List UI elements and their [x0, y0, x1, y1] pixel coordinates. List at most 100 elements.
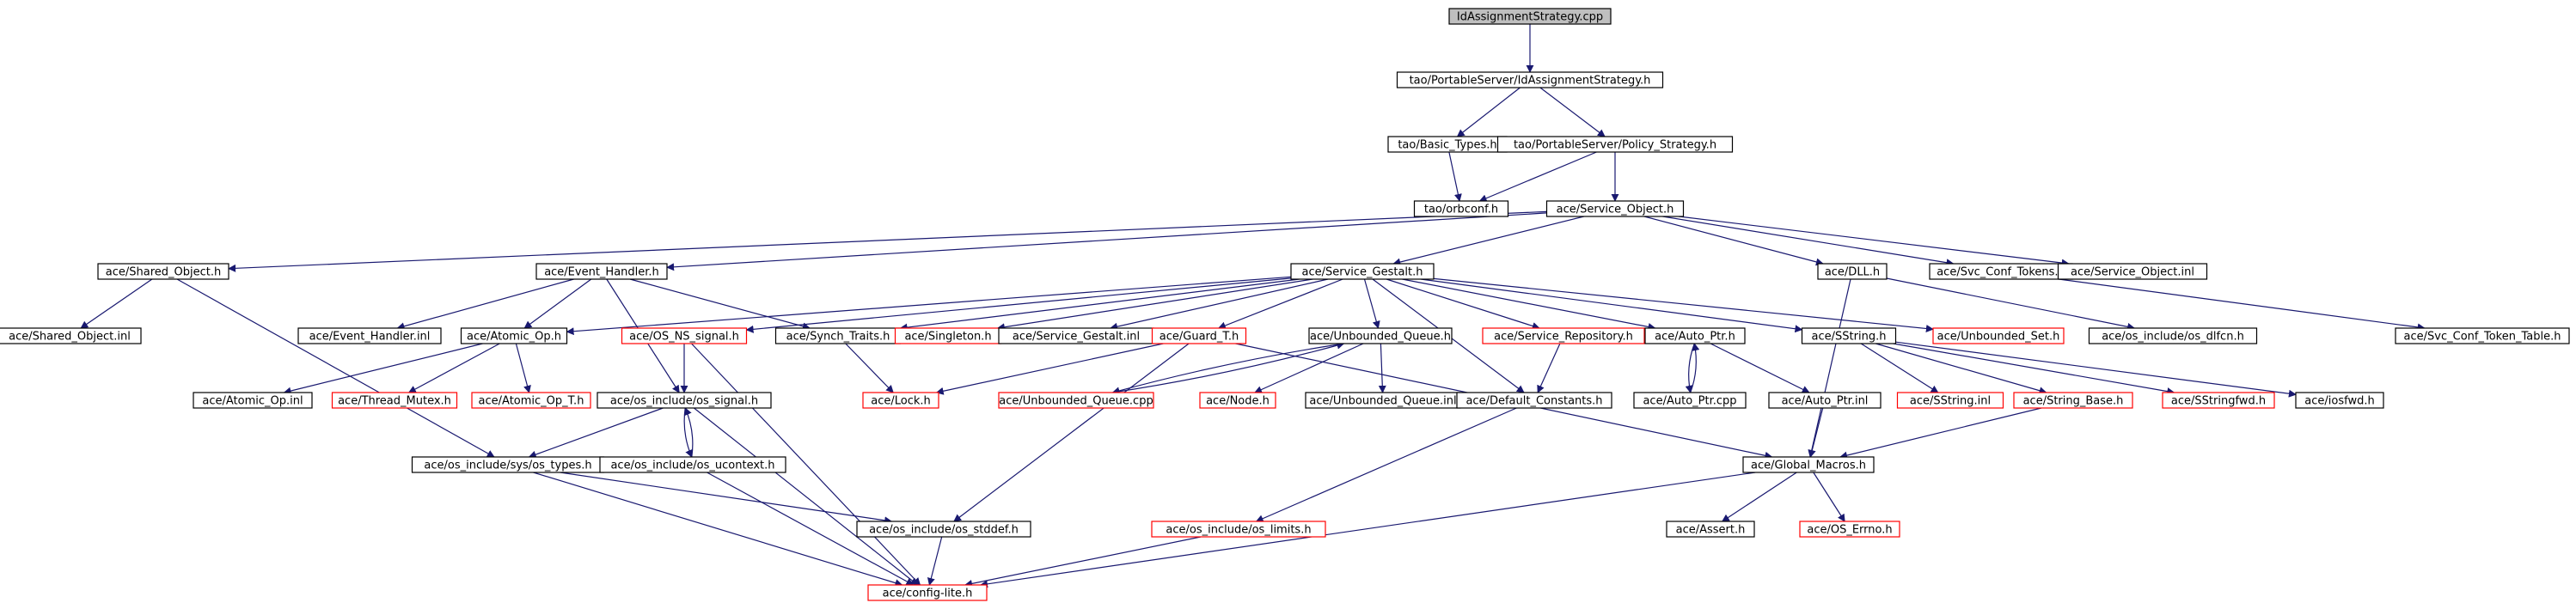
node-box: [1413, 200, 1509, 217]
edge-auto_ptr-to-auto_ptr_cpp: [1685, 343, 1695, 393]
edge-unbounded_queue-to-unbounded_queue_cpp: [1111, 343, 1344, 395]
node-atomic-op-inl[interactable]: ace/Atomic_Op.inl: [193, 392, 313, 409]
node-default-constants[interactable]: ace/Default_Constants.h: [1456, 392, 1612, 409]
edge-basic_types-to-orbconf: [1448, 151, 1462, 202]
node-label: ace/Service_Object.inl: [2071, 266, 2194, 279]
node-box: [1482, 327, 1645, 344]
node-guard-t[interactable]: ace/Guard_T.h: [1151, 327, 1247, 344]
edge-sstring-to-iosfwd: [1895, 341, 2297, 398]
node-policy-strategy[interactable]: tao/PortableServer/Policy_Strategy.h: [1496, 136, 1734, 153]
node-box: [1633, 392, 1747, 409]
edge-os_ns_signal-to-config_lite: [691, 343, 921, 586]
node-os-stddef[interactable]: ace/os_include/os_stddef.h: [856, 521, 1031, 538]
node-global-macros[interactable]: ace/Global_Macros.h: [1742, 456, 1875, 473]
node-os-ns-signal[interactable]: ace/OS_NS_signal.h: [621, 327, 748, 344]
node-sstring-inl[interactable]: ace/SString.inl: [1896, 392, 2004, 409]
node-auto-ptr-cpp[interactable]: ace/Auto_Ptr.cpp: [1633, 392, 1747, 409]
edge-pos_ias-to-policy_strategy: [1539, 87, 1606, 137]
node-svc-conf-token-table[interactable]: ace/Svc_Conf_Token_Table.h: [2395, 327, 2570, 344]
node-service-object[interactable]: ace/Service_Object.h: [1545, 200, 1685, 217]
node-box: [297, 327, 442, 344]
node-auto-ptr[interactable]: ace/Auto_Ptr.h: [1644, 327, 1746, 344]
node-thread-mutex[interactable]: ace/Thread_Mutex.h: [331, 392, 458, 409]
node-box: [1151, 521, 1326, 538]
node-service-gestalt[interactable]: ace/Service_Gestalt.h: [1290, 263, 1435, 280]
node-lock[interactable]: ace/Lock.h: [862, 392, 939, 409]
node-box: [2395, 327, 2570, 344]
node-os-ucontext[interactable]: ace/os_include/os_ucontext.h: [599, 456, 786, 473]
node-label: ace/Auto_Ptr.cpp: [1643, 395, 1736, 408]
edge-os_sys_types-to-os_stddef: [560, 472, 893, 525]
edge-auto_ptr_inl-to-global_macros: [1808, 407, 1824, 458]
node-event-handler[interactable]: ace/Event_Handler.h: [535, 263, 668, 280]
node-label: ace/iosfwd.h: [2304, 395, 2374, 408]
node-config-lite[interactable]: ace/config-lite.h: [867, 584, 988, 601]
edge-event_handler-to-synch_traits: [629, 278, 811, 331]
node-svc-conf-tokens[interactable]: ace/Svc_Conf_Tokens.h: [1929, 263, 2073, 280]
node-singleton[interactable]: ace/Singleton.h: [894, 327, 1002, 344]
node-os-signal[interactable]: ace/os_include/os_signal.h: [597, 392, 772, 409]
node-box: [1817, 263, 1888, 280]
node-unbounded-queue[interactable]: ace/Unbounded_Queue.h: [1308, 327, 1453, 344]
node-label: ace/Unbounded_Queue.inl: [1309, 395, 1456, 408]
node-orbconf[interactable]: tao/orbconf.h: [1413, 200, 1509, 217]
node-box: [1308, 327, 1453, 344]
node-box: [862, 392, 939, 409]
node-box: [97, 263, 229, 280]
node-box: [1742, 456, 1875, 473]
edge-service_object-to-svc_conf_tokens: [1662, 216, 1955, 267]
edge-global_macros-to-assert: [1721, 472, 1797, 522]
node-atomic-op-t[interactable]: ace/Atomic_Op_T.h: [471, 392, 591, 409]
edge-guard_t-to-os_stddef: [953, 343, 1190, 522]
node-sstringfwd[interactable]: ace/SStringfwd.h: [2162, 392, 2275, 409]
node-pos-ias[interactable]: tao/PortableServer/IdAssignmentStrategy.…: [1396, 71, 1664, 88]
edge-pos_ias-to-basic_types: [1456, 87, 1521, 137]
node-label: ace/Svc_Conf_Token_Table.h: [2404, 331, 2561, 344]
node-box: [1456, 392, 1612, 409]
node-os-dlfcn[interactable]: ace/os_include/os_dlfcn.h: [2088, 327, 2258, 344]
node-label: ace/os_include/os_limits.h: [1166, 524, 1311, 537]
node-label: ace/Atomic_Op.inl: [202, 395, 303, 408]
node-box: [1896, 392, 2004, 409]
nodes-layer: IdAssignmentStrategy.cpptao/PortableServ…: [0, 8, 2570, 601]
node-unbounded-queue-inl[interactable]: ace/Unbounded_Queue.inl: [1305, 392, 1461, 409]
node-synch-traits[interactable]: ace/Synch_Traits.h: [774, 327, 902, 344]
node-shared-object[interactable]: ace/Shared_Object.h: [97, 263, 229, 280]
node-box: [1932, 327, 2065, 344]
node-os-errno[interactable]: ace/OS_Errno.h: [1799, 521, 1900, 538]
node-shared-object-inl[interactable]: ace/Shared_Object.inl: [0, 327, 142, 344]
node-node[interactable]: ace/Node.h: [1199, 392, 1276, 409]
node-label: ace/Event_Handler.h: [544, 266, 659, 279]
node-os-limits[interactable]: ace/os_include/os_limits.h: [1151, 521, 1326, 538]
node-box: [2162, 392, 2275, 409]
node-assert[interactable]: ace/Assert.h: [1666, 521, 1755, 538]
node-os-sys-types[interactable]: ace/os_include/sys/os_types.h: [411, 456, 605, 473]
edge-service_gestalt-to-sstring: [1420, 278, 1803, 333]
node-box: [1799, 521, 1900, 538]
node-label: ace/Synch_Traits.h: [786, 331, 890, 344]
node-box: [1199, 392, 1276, 409]
node-box: [1396, 71, 1664, 88]
edge-os_sys_types-to-config_lite: [533, 472, 903, 587]
node-sstring[interactable]: ace/SString.h: [1801, 327, 1897, 344]
node-unbounded-set[interactable]: ace/Unbounded_Set.h: [1932, 327, 2065, 344]
edge-service_gestalt-to-os_ns_signal: [745, 277, 1292, 333]
node-box: [599, 456, 786, 473]
edge-service_object-to-event_handler: [666, 212, 1547, 271]
node-basic-types[interactable]: tao/Basic_Types.h: [1387, 136, 1508, 153]
node-event-handler-inl[interactable]: ace/Event_Handler.inl: [297, 327, 442, 344]
node-service-gestalt-inl[interactable]: ace/Service_Gestalt.inl: [998, 327, 1154, 344]
node-dll[interactable]: ace/DLL.h: [1817, 263, 1888, 280]
node-service-repository[interactable]: ace/Service_Repository.h: [1482, 327, 1645, 344]
node-box: [2295, 392, 2384, 409]
node-iosfwd[interactable]: ace/iosfwd.h: [2295, 392, 2384, 409]
node-atomic-op[interactable]: ace/Atomic_Op.h: [460, 327, 568, 344]
node-label: ace/Auto_Ptr.h: [1655, 331, 1735, 344]
node-auto-ptr-inl[interactable]: ace/Auto_Ptr.inl: [1768, 392, 1882, 409]
edge-event_handler-to-atomic_op: [523, 278, 592, 329]
node-unbounded-queue-cpp[interactable]: ace/Unbounded_Queue.cpp: [998, 392, 1154, 409]
node-service-object-inl[interactable]: ace/Service_Object.inl: [2057, 263, 2208, 280]
node-string-base[interactable]: ace/String_Base.h: [2013, 392, 2133, 409]
node-label: ace/Default_Constants.h: [1465, 395, 1602, 408]
edge-service_gestalt-to-atomic_op: [566, 276, 1292, 336]
